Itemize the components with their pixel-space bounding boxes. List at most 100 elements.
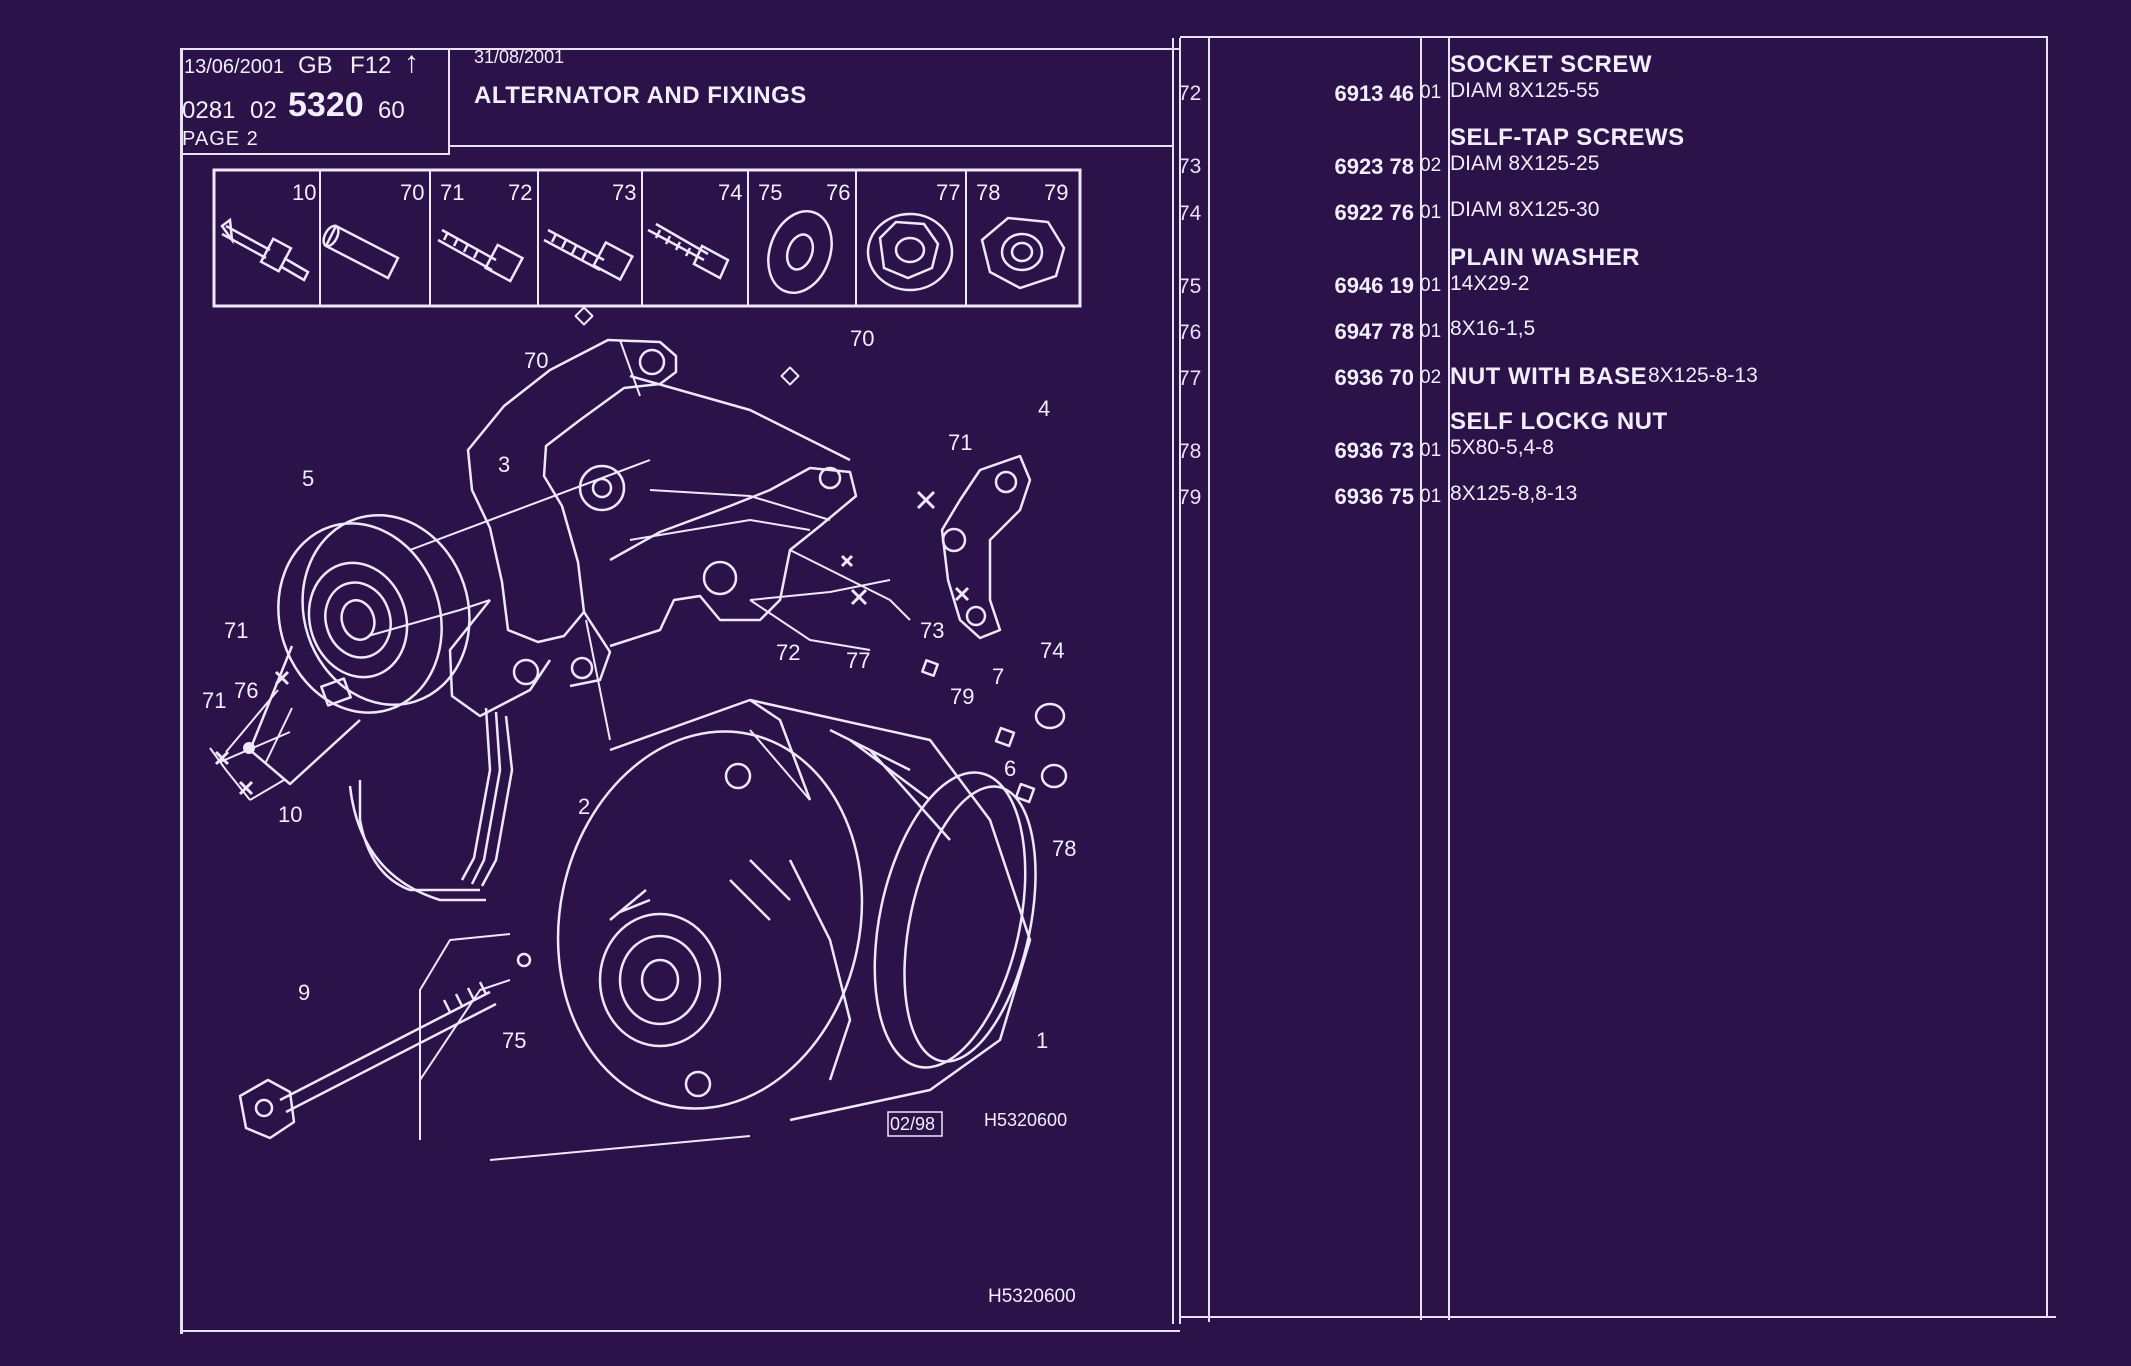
callout-77: 77 — [846, 648, 870, 673]
callout-4: 4 — [1038, 396, 1050, 421]
callout-1: 1 — [1036, 1028, 1048, 1053]
self-tap-screw-icon — [647, 222, 730, 280]
language-code: GB — [298, 52, 333, 79]
frame-left — [180, 48, 183, 1334]
frame-right — [2046, 36, 2048, 1318]
row-desc: 14X29-2 — [1450, 272, 1530, 295]
row-desc: 8X16-1,5 — [1450, 317, 1536, 340]
row-variant: 02 — [1420, 155, 1442, 176]
row-part-number: 6947 78 — [1334, 319, 1414, 344]
callout-74: 74 — [1040, 638, 1064, 663]
callout-71c: 71 — [202, 688, 226, 713]
callout-70b: 70 — [850, 326, 874, 351]
strip-label-73: 73 — [612, 180, 636, 205]
dowel-icon — [322, 224, 400, 280]
plain-washer-icon — [767, 209, 833, 295]
code-main: 5320 — [288, 86, 364, 124]
row-variant: 01 — [1420, 275, 1442, 296]
row-variant: 01 — [1420, 202, 1442, 223]
row-ref: 79 — [1178, 486, 1202, 509]
col-line-1 — [1172, 38, 1174, 1324]
row-variant: 01 — [1420, 82, 1442, 103]
frame-top-right — [1180, 36, 2046, 38]
row-ref: 72 — [1178, 82, 1202, 105]
callout-72: 72 — [776, 640, 800, 665]
callout-2: 2 — [578, 794, 590, 819]
strip-label-72: 72 — [508, 180, 532, 205]
callout-7: 7 — [992, 664, 1004, 689]
page-title: ALTERNATOR AND FIXINGS — [474, 82, 807, 109]
row-part-number: 6936 73 — [1334, 438, 1414, 463]
hardware-strip: 10 70 71 72 73 74 75 76 77 78 79 — [212, 168, 1082, 308]
callout-79: 79 — [950, 684, 974, 709]
row-title: PLAIN WASHER — [1450, 244, 1641, 271]
strip-label-76: 76 — [826, 180, 850, 205]
frame-bottom-right — [1180, 1316, 2056, 1318]
date-left: 13/06/2001 — [184, 56, 285, 78]
row-ref: 78 — [1178, 440, 1202, 463]
row-ref: 74 — [1178, 202, 1202, 225]
row-part-number: 6936 75 — [1334, 484, 1414, 509]
col-line-2 — [1179, 38, 1181, 1324]
callout-78: 78 — [1052, 836, 1076, 861]
date-right: 31/08/2001 — [474, 47, 565, 67]
nuts-drawing — [921, 659, 1068, 804]
alternator-drawing — [556, 698, 1037, 1122]
callout-73: 73 — [920, 618, 944, 643]
bracket-drawing — [448, 338, 858, 718]
row-ref: 73 — [1178, 155, 1202, 178]
sheet-code: F12 — [350, 52, 392, 79]
stud-icon — [220, 217, 310, 282]
row-desc: DIAM 8X125-55 — [1450, 79, 1600, 102]
strip-label-75: 75 — [758, 180, 782, 205]
col-line-5 — [1448, 38, 1450, 1320]
row-desc: 8X125-8-13 — [1648, 364, 1758, 387]
up-arrow-icon: ↑ — [404, 46, 419, 79]
row-ref: 77 — [1178, 367, 1202, 390]
tensioner-link-drawing — [940, 454, 1032, 640]
strip-label-10: 10 — [292, 180, 316, 205]
code-a: 0281 — [182, 97, 236, 124]
strip-label-79: 79 — [1044, 180, 1068, 205]
strip-label-70: 70 — [400, 180, 424, 205]
socket-screw-short-icon — [543, 228, 635, 282]
row-title: SELF-TAP SCREWS — [1450, 124, 1685, 151]
header-divider-h-right — [448, 145, 1172, 147]
callout-75: 75 — [502, 1028, 526, 1053]
row-part-number: 6936 70 — [1334, 365, 1414, 390]
exploded-view-drawing: 70 70 71 4 3 5 73 72 74 77 7 79 71 76 71… — [202, 306, 1076, 1161]
callout-70a: 70 — [524, 348, 548, 373]
belt-drawing — [348, 707, 514, 902]
row-variant: 01 — [1420, 440, 1442, 461]
stamp-ref: H5320600 — [984, 1110, 1067, 1130]
code-b: 02 — [250, 97, 277, 124]
row-desc: DIAM 8X125-30 — [1450, 198, 1600, 221]
socket-screw-icon — [437, 228, 525, 283]
long-bolt-drawing — [238, 952, 532, 1140]
col-line-4 — [1420, 38, 1422, 1320]
strip-label-78: 78 — [976, 180, 1000, 205]
footer-ref: H5320600 — [988, 1286, 1076, 1307]
row-variant: 02 — [1420, 367, 1442, 388]
header-divider-v — [448, 48, 450, 154]
row-part-number: 6923 78 — [1334, 154, 1414, 179]
pulley-drawing — [248, 513, 471, 786]
strip-label-77: 77 — [936, 180, 960, 205]
row-ref: 76 — [1178, 321, 1202, 344]
col-line-3 — [1208, 38, 1210, 1322]
row-title: NUT WITH BASE — [1450, 363, 1648, 390]
row-desc: 8X125-8,8-13 — [1450, 482, 1578, 505]
callout-9: 9 — [298, 980, 310, 1005]
page-label: PAGE 2 — [182, 128, 259, 150]
strip-label-71: 71 — [440, 180, 464, 205]
row-part-number: 6946 19 — [1334, 273, 1414, 298]
row-part-number: 6922 76 — [1334, 200, 1414, 225]
row-variant: 01 — [1420, 486, 1442, 507]
callout-5: 5 — [302, 466, 314, 491]
stamp-date: 02/98 — [890, 1114, 935, 1134]
callout-10: 10 — [278, 802, 302, 827]
row-part-number: 6913 46 — [1334, 81, 1414, 106]
callout-71a: 71 — [948, 430, 972, 455]
frame-top — [180, 48, 1180, 50]
